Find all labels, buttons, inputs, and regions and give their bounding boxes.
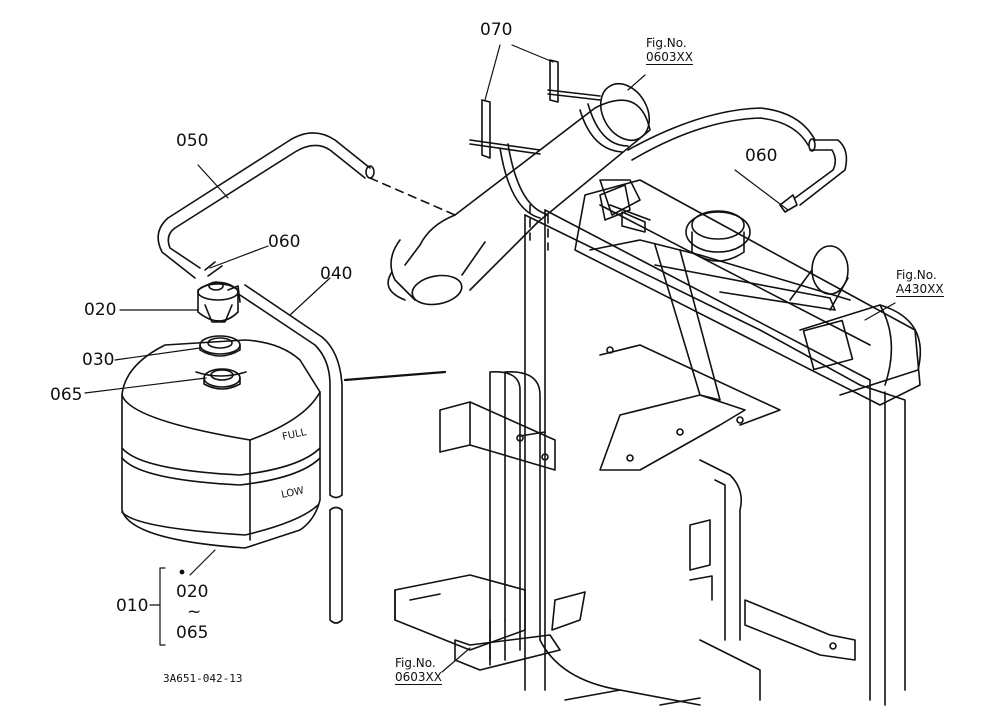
part-label-010: 010 bbox=[116, 596, 149, 616]
part-label-050: 050 bbox=[176, 131, 209, 151]
drawing-code: 3A651-042-13 bbox=[163, 672, 243, 685]
range-separator: ~ bbox=[187, 602, 202, 622]
gasket-030 bbox=[199, 335, 241, 357]
fig-ref-right-label: Fig.No. bbox=[896, 268, 937, 282]
fig-ref-top-label: Fig.No. bbox=[646, 36, 687, 50]
fig-ref-bottom[interactable]: Fig.No. 0603XX bbox=[395, 656, 442, 685]
fig-ref-top[interactable]: Fig.No. 0603XX bbox=[646, 36, 693, 65]
leader-lines bbox=[84, 44, 896, 673]
cap-020 bbox=[197, 261, 241, 323]
reserve-tank bbox=[121, 339, 321, 549]
part-label-060-right: 060 bbox=[745, 146, 778, 166]
range-to-label: 065 bbox=[176, 623, 209, 643]
upper-hose-cylinder bbox=[387, 59, 651, 306]
part-label-020: 020 bbox=[84, 300, 117, 320]
part-label-065: 065 bbox=[50, 385, 83, 405]
part-label-070: 070 bbox=[480, 20, 513, 40]
hidden-lines bbox=[369, 177, 549, 251]
gasket-065 bbox=[203, 368, 241, 390]
radiator-frame bbox=[394, 179, 922, 706]
hose-to-radiator bbox=[627, 107, 848, 213]
part-label-060-left: 060 bbox=[268, 232, 301, 252]
part-label-040: 040 bbox=[320, 264, 353, 284]
tank-low-mark: LOW bbox=[280, 485, 305, 501]
pipe-040 bbox=[239, 284, 343, 624]
fig-ref-bottom-number: 0603XX bbox=[395, 670, 442, 685]
range-from-label: 020 bbox=[176, 582, 209, 602]
fig-ref-right-number: A430XX bbox=[896, 282, 944, 297]
tank-full-mark: FULL bbox=[281, 427, 307, 443]
fig-ref-top-number: 0603XX bbox=[646, 50, 693, 65]
part-label-030: 030 bbox=[82, 350, 115, 370]
fig-ref-right[interactable]: Fig.No. A430XX bbox=[896, 268, 944, 297]
fig-ref-bottom-label: Fig.No. bbox=[395, 656, 436, 670]
pipe-050 bbox=[157, 132, 375, 279]
